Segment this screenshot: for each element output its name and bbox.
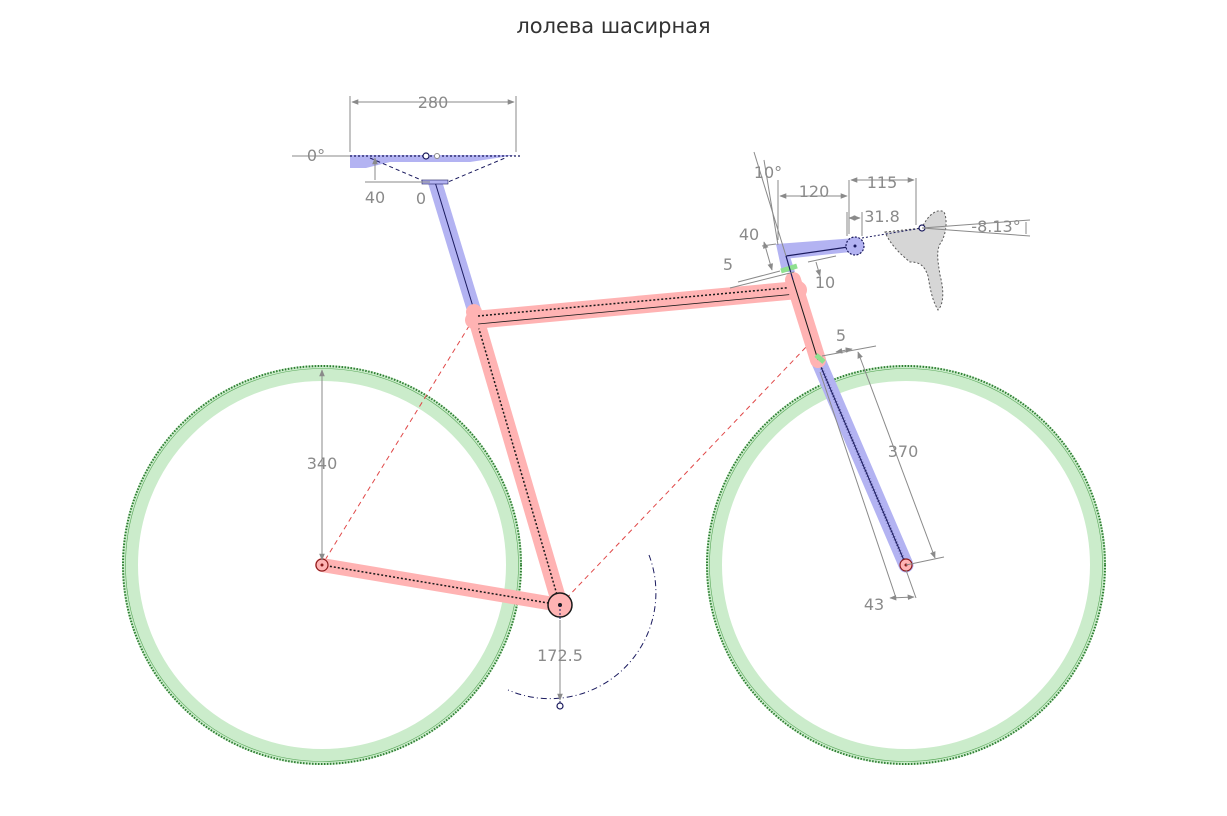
- fork: [810, 352, 914, 573]
- saddle-rail-point: [434, 153, 440, 159]
- dim-bar-reach: 115: [867, 173, 898, 192]
- dim-headset-bottom: 5: [836, 326, 846, 345]
- rear-rim-line: [125, 368, 519, 762]
- dim-seatpost-setback: 0: [416, 189, 426, 208]
- saddle-shape: [350, 155, 516, 168]
- dim-stem-length: 120: [799, 182, 830, 201]
- headset-top: [780, 263, 798, 274]
- dim-saddle-height-offset: 40: [365, 188, 385, 207]
- steerer-centerline: [785, 255, 794, 281]
- fork-ticks: [816, 359, 908, 566]
- dim-saddle-angle: 0°: [307, 146, 325, 165]
- bb-to-headtube-line: [559, 344, 809, 606]
- page-title: лолева шасирная: [516, 14, 711, 38]
- top-tube-centerline-lower: [477, 293, 797, 325]
- rear-tire-tread: [122, 365, 522, 765]
- frame: [315, 272, 826, 613]
- dimension-labels: 280 0° 40 0 340 172.5 10° 120 115 31.8 -…: [307, 93, 1021, 665]
- rear-hub: [315, 558, 329, 572]
- stem-body: [776, 238, 860, 259]
- dim-bar-clamp: 31.8: [864, 207, 900, 226]
- headset-lower: [814, 353, 826, 364]
- seatpost-centerline: [434, 181, 475, 311]
- top-tube-centerline-upper: [477, 286, 797, 317]
- brake-lever-hood: [884, 210, 947, 311]
- pedal-axle: [556, 702, 564, 710]
- dim-lever-angle: -8.13°: [971, 217, 1020, 236]
- dim-fork-length: 370: [888, 442, 919, 461]
- seat-to-rear-axle-line: [321, 317, 475, 566]
- dim-spacer-offset: 10: [815, 273, 835, 292]
- rear-axle-center: [320, 563, 324, 567]
- handlebar-center: [853, 244, 857, 248]
- stem-assembly: [776, 236, 865, 281]
- construction-lines: [321, 317, 809, 606]
- crank-rotation-arc: [507, 554, 657, 700]
- stem-centerline: [785, 245, 856, 257]
- chainstay-centerline: [321, 564, 561, 606]
- saddle-center-point: [422, 152, 430, 160]
- dimension-lines: [319, 96, 1031, 701]
- head-tube-centerline: [792, 279, 819, 361]
- seat-tube-centerline: [473, 311, 561, 606]
- dim-headset-top: 5: [723, 255, 733, 274]
- dim-spacer-stack: 40: [739, 225, 759, 244]
- dim-crank-length: 172.5: [537, 646, 583, 665]
- dim-fork-offset: 43: [864, 595, 884, 614]
- saddle: [292, 152, 522, 185]
- dim-wheel-radius: 340: [307, 454, 338, 473]
- dim-stem-angle: 10°: [754, 163, 782, 182]
- top-tube: [465, 281, 807, 329]
- seatpost: [428, 179, 481, 313]
- dim-saddle-length: 280: [418, 93, 449, 112]
